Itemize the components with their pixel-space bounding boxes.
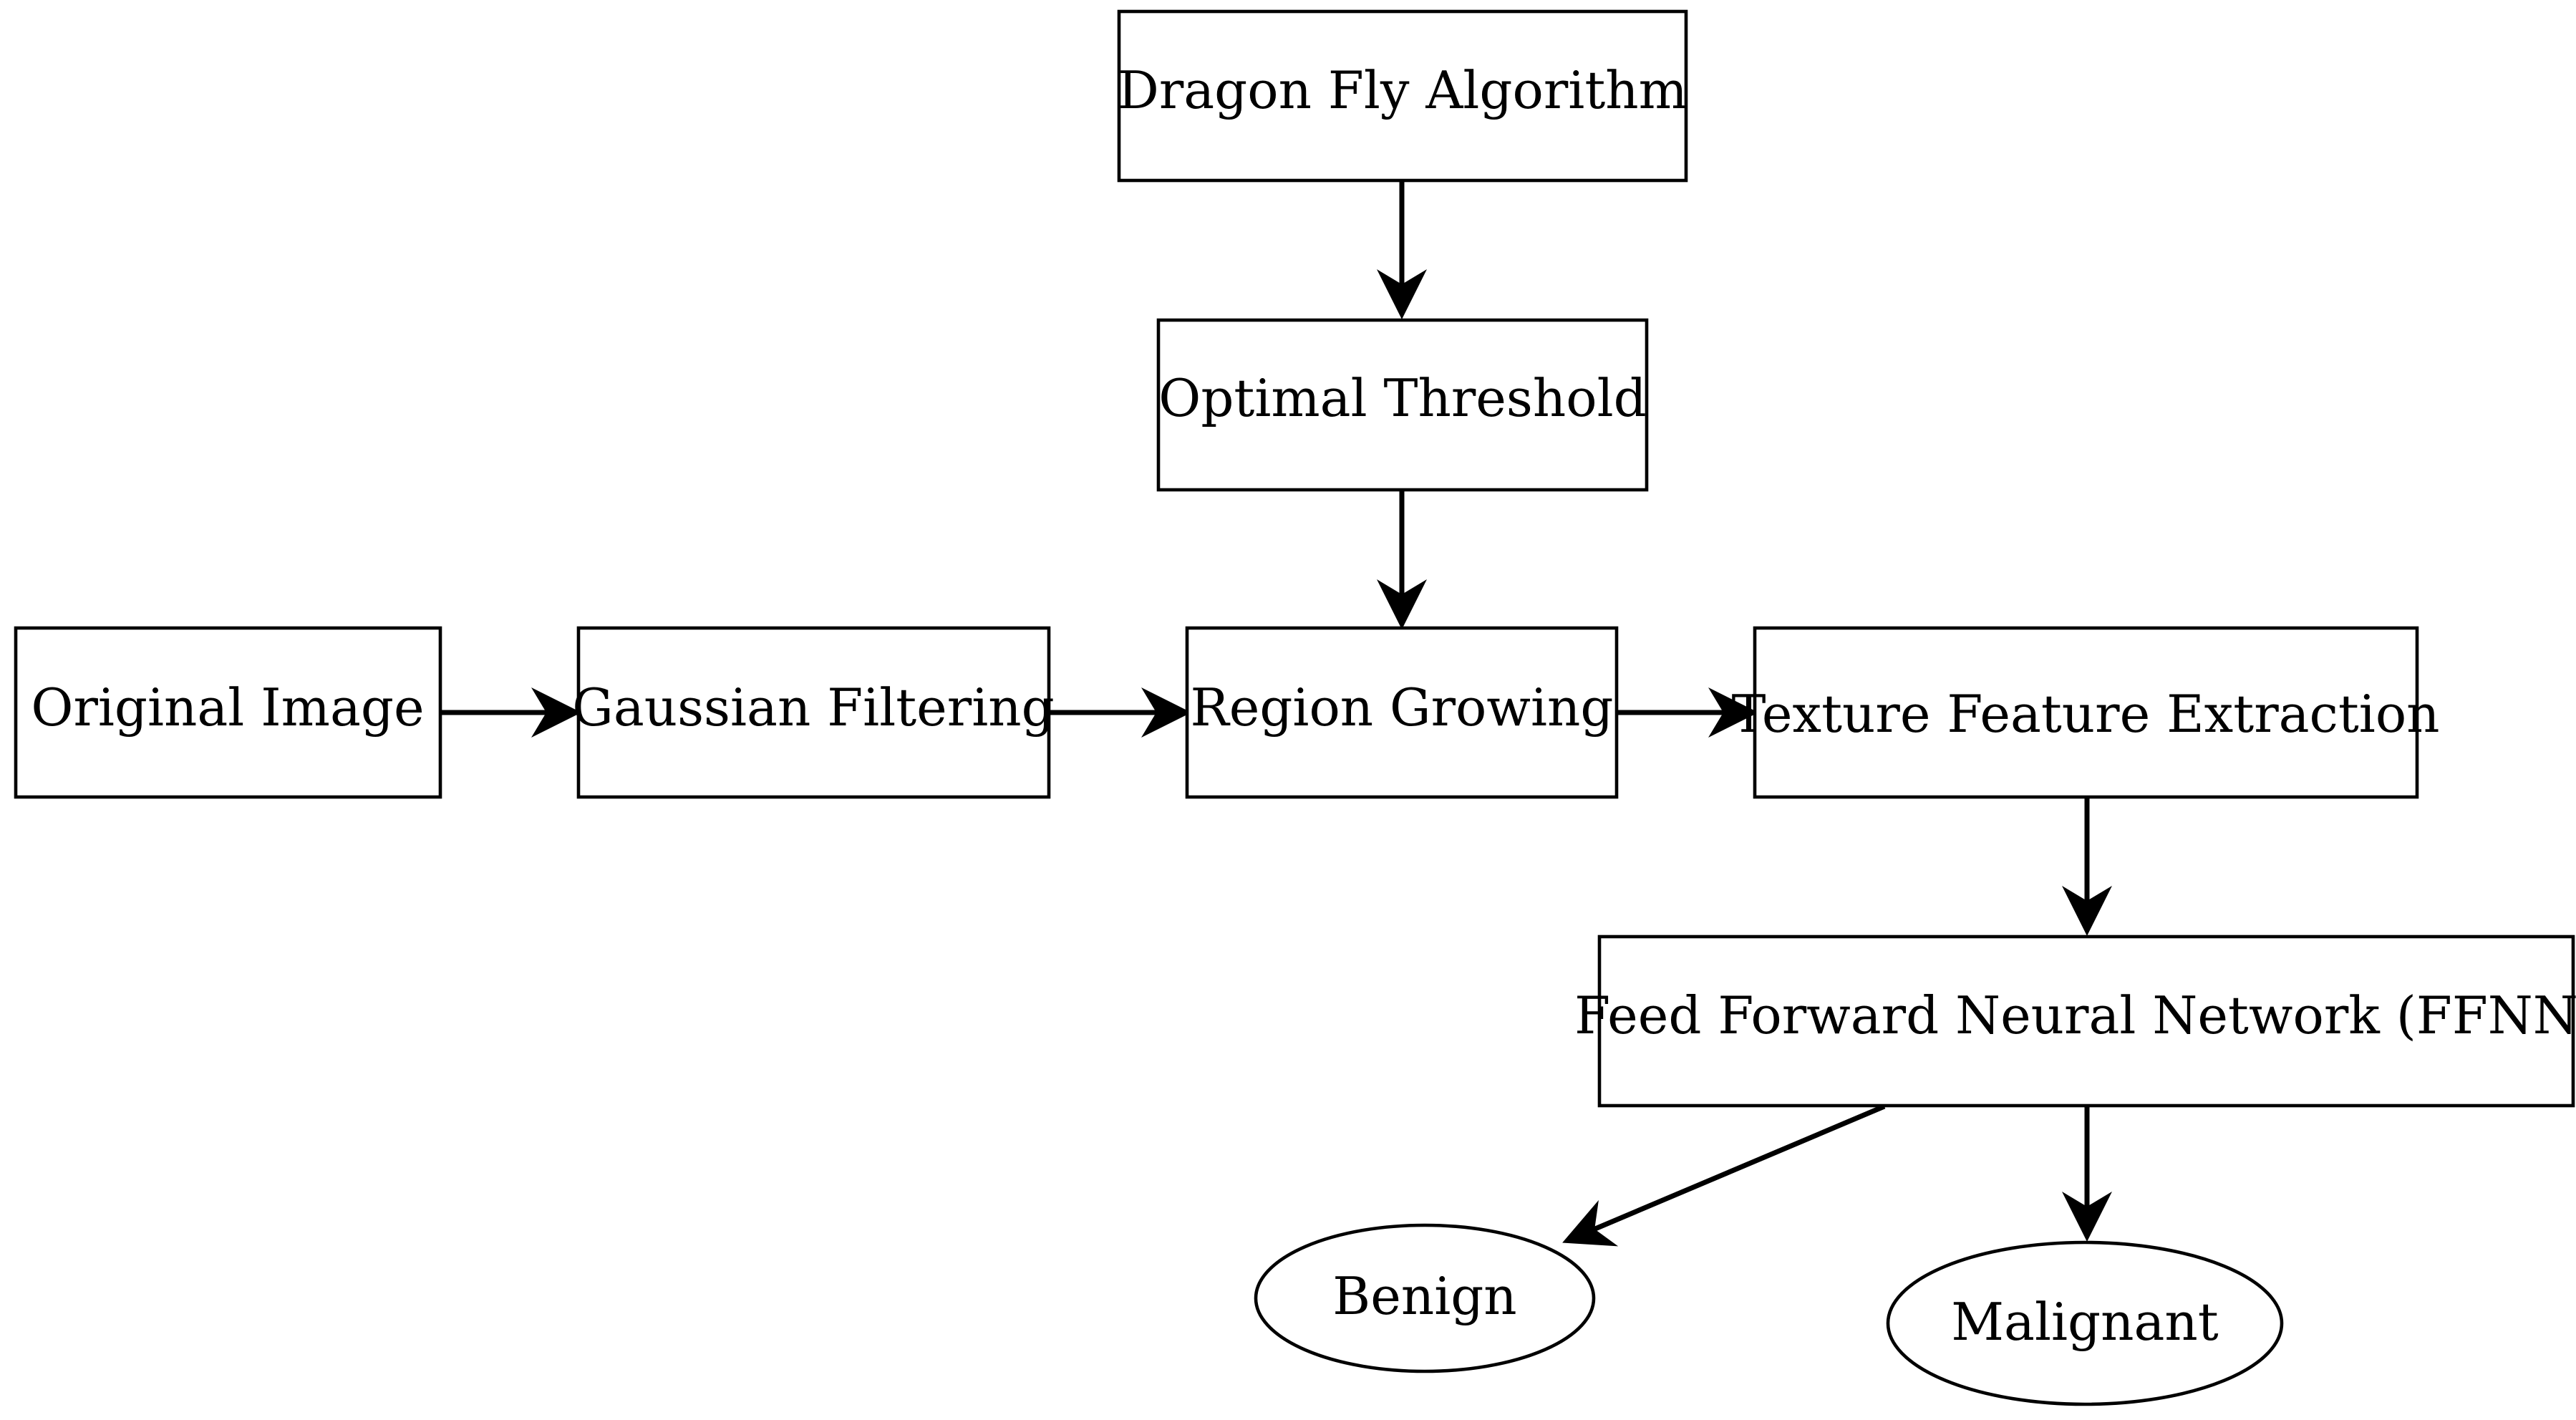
node-texture-feature-extraction: Texture Feature Extraction xyxy=(1731,626,2440,799)
node-box xyxy=(1117,9,1688,183)
node-region-growing: Region Growing xyxy=(1185,626,1619,799)
node-label: Region Growing xyxy=(1191,677,1614,738)
node-malignant: Malignant xyxy=(1886,1240,2284,1406)
node-box xyxy=(1597,934,2575,1108)
node-box xyxy=(1185,626,1619,799)
node-benign: Benign xyxy=(1254,1223,1596,1373)
node-box xyxy=(1753,626,2419,799)
node-ffnn: Feed Forward Neural Network (FFNN) xyxy=(1574,934,2576,1108)
node-optimal-threshold: Optimal Threshold xyxy=(1156,318,1649,492)
edges xyxy=(440,180,2112,1247)
node-gaussian-filtering: Gaussian Filtering xyxy=(572,626,1055,799)
node-ellipse xyxy=(1254,1223,1596,1373)
node-label: Benign xyxy=(1332,1266,1516,1326)
node-ellipse xyxy=(1886,1240,2284,1406)
node-label: Feed Forward Neural Network (FFNN) xyxy=(1574,985,2576,1045)
node-label: Optimal Threshold xyxy=(1158,368,1646,428)
node-label: Gaussian Filtering xyxy=(572,677,1054,738)
node-original-image: Original Image xyxy=(14,626,442,799)
node-box xyxy=(14,626,442,799)
node-label: Texture Feature Extraction xyxy=(1731,684,2439,744)
node-label: Malignant xyxy=(1951,1292,2218,1352)
node-label: Dragon Fly Algorithm xyxy=(1118,60,1688,120)
node-dragonfly-algorithm: Dragon Fly Algorithm xyxy=(1117,9,1688,183)
node-box xyxy=(576,626,1051,799)
edge-ffnn-to-benign xyxy=(1562,1103,1886,1247)
node-label: Original Image xyxy=(31,677,424,738)
node-box xyxy=(1156,318,1649,492)
